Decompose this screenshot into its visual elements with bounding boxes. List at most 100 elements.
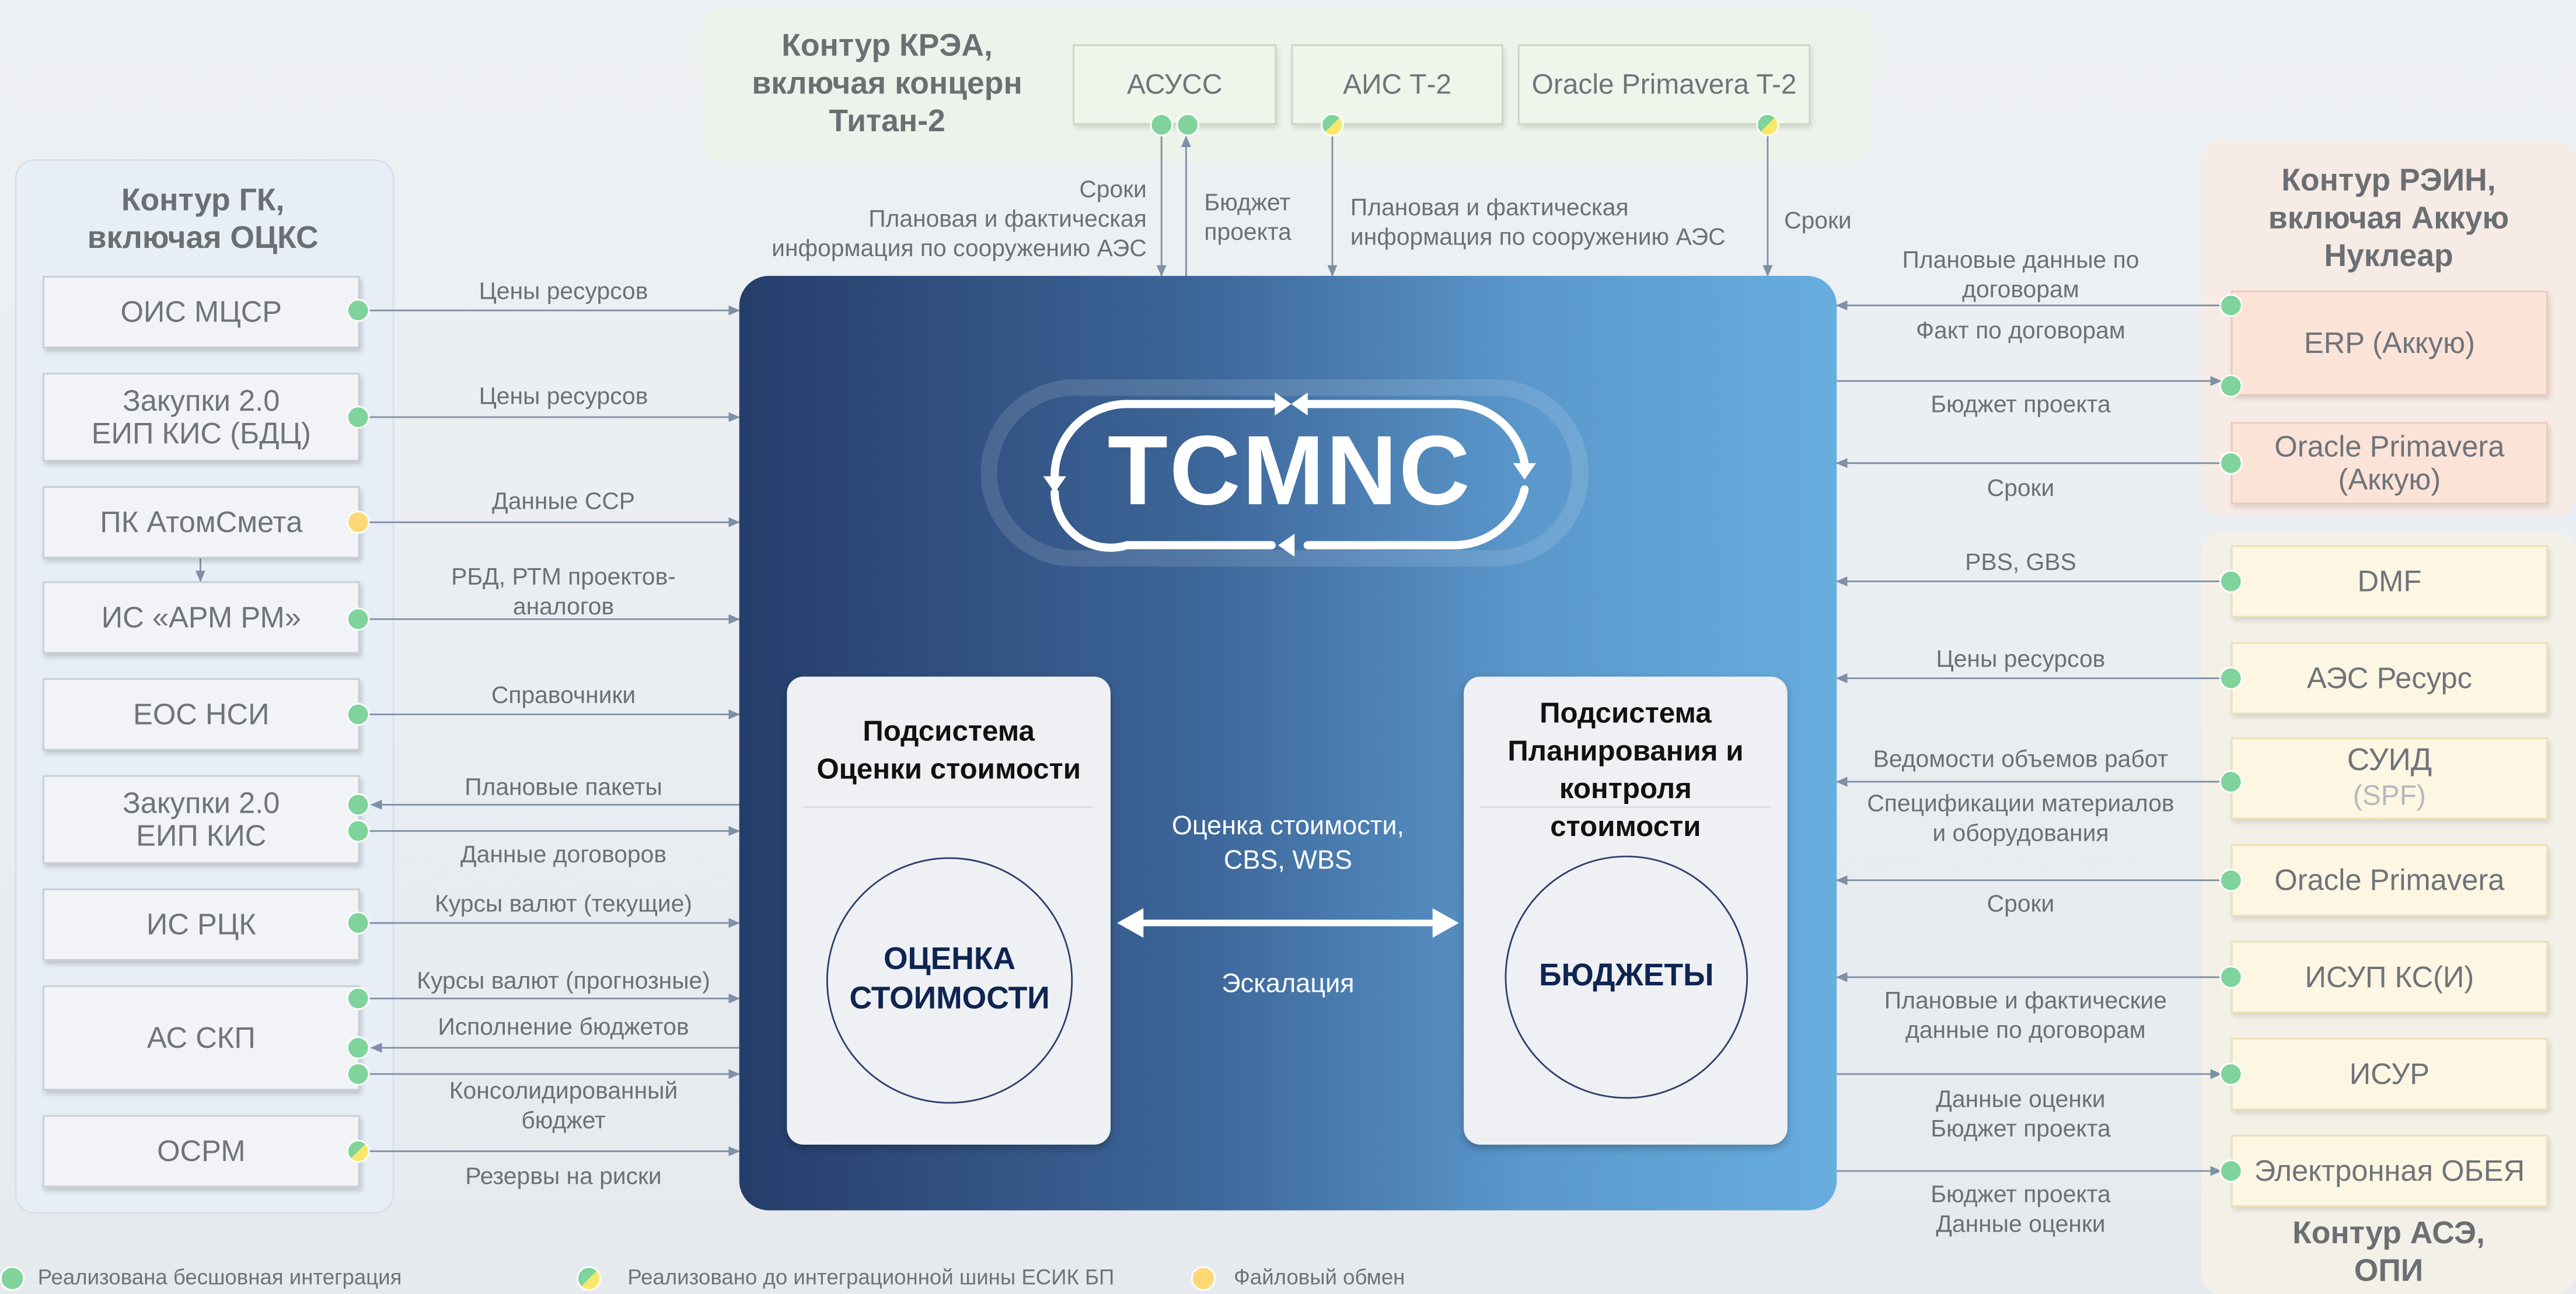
flow-label: Сроки [1784, 208, 1852, 235]
system-suid-label: СУИД [2347, 744, 2432, 779]
flow-label: Бюджет проекта [1931, 392, 2111, 419]
integration-dot [2219, 966, 2243, 989]
exchange-label: Оценка стоимости, CBS, WBS [1171, 813, 1405, 876]
integration-dot [2219, 770, 2243, 793]
escalation-label: Эскалация [1221, 970, 1355, 999]
tcmnc-logo: TCMNC [1107, 415, 1472, 526]
system-ais-t2: АИС Т-2 [1291, 44, 1503, 125]
subsystem-divider [1480, 806, 1771, 808]
system-zakupki-kis: Закупки 2.0 ЕИП КИС [43, 775, 360, 864]
flow-label: Данные ССР [492, 489, 636, 516]
system-erp-akkuyu: ERP (Аккую) [2231, 291, 2549, 396]
flow-label: Курсы валют (текущие) [435, 891, 692, 918]
flow-label: Данные договоров [460, 842, 667, 869]
double-arrow-icon [1117, 908, 1459, 938]
system-arm-rm: ИС «АРМ РМ» [43, 581, 360, 654]
flow-label: PBS, GBS [1965, 550, 2076, 577]
integration-dot [2219, 1159, 2243, 1183]
integration-dot [2219, 452, 2243, 475]
cost-estimation-circle: ОЦЕНКА СТОИМОСТИ [826, 857, 1073, 1104]
integration-dot [346, 607, 370, 631]
integration-dot [346, 987, 370, 1010]
flow-label: Сроки [1987, 891, 2055, 918]
system-dmf: DMF [2231, 545, 2549, 618]
planning-control-subsystem: Подсистема Планирования и контроля стоим… [1464, 676, 1788, 1145]
bus-integration-dot [1756, 113, 1779, 137]
flow-label: Цены ресурсов [479, 384, 648, 411]
system-zakupki-bdc: Закупки 2.0 ЕИП КИС (БДЦ) [43, 373, 360, 462]
system-as-skp: АС СКП [43, 985, 360, 1091]
flow-label: Ведомости объемов работ [1873, 747, 2169, 774]
integration-dot [1150, 113, 1173, 137]
flow-label: Факт по договорам [1915, 319, 2125, 345]
legend-bus-dot [577, 1266, 602, 1291]
system-osrm: ОСРМ [43, 1115, 360, 1188]
flow-label: Плановые пакеты [465, 775, 662, 802]
flow-label: Исполнение бюджетов [438, 1015, 689, 1041]
integration-dot [2219, 1062, 2243, 1086]
system-is-rck: ИС РЦК [43, 888, 360, 961]
integration-dot [346, 702, 370, 726]
contour-rein-title: Контур РЭИН, включая Аккую Нуклеар [2268, 164, 2509, 275]
system-isur: ИСУР [2231, 1038, 2549, 1110]
integration-dot [2219, 666, 2243, 690]
legend-seamless-dot [0, 1266, 25, 1291]
integration-dot [346, 1062, 370, 1086]
system-atomsmeta: ПК АтомСмета [43, 486, 360, 559]
flow-label: Бюджет проекта [1204, 190, 1292, 247]
system-electronic-obeya: Электронная ОБЕЯ [2231, 1135, 2549, 1208]
flow-label: Сроки [1987, 476, 2055, 503]
flow-label: Бюджет проекта Данные оценки [1931, 1182, 2111, 1239]
flow-label: Плановая и фактическая информация по соо… [1350, 195, 1726, 251]
flow-label: Данные оценки Бюджет проекта [1931, 1087, 2111, 1143]
integration-dot [2219, 569, 2243, 593]
flow-label: Резервы на риски [465, 1164, 662, 1191]
system-asuss: АСУСС [1073, 44, 1277, 125]
integration-dot [2219, 293, 2243, 317]
system-primavera-akkuyu: Oracle Primavera (Аккую) [2231, 422, 2549, 505]
integration-dot [346, 819, 370, 843]
integration-dot [2219, 869, 2243, 892]
legend-file-label: Файловый обмен [1234, 1264, 1405, 1289]
integration-dot [1176, 113, 1199, 137]
budgets-circle: БЮДЖЕТЫ [1505, 855, 1748, 1099]
integration-dot [2219, 374, 2243, 398]
flow-label: Спецификации материалов и оборудования [1867, 791, 2174, 848]
contour-ase-title: Контур АСЭ, ОПИ [2292, 1216, 2485, 1289]
legend-bus-label: Реализовано до интеграционной шины ЕСИК … [627, 1264, 1115, 1289]
contour-krea-title: Контур КРЭА, включая концерн Титан-2 [752, 29, 1022, 140]
flow-label: Цены ресурсов [1936, 647, 2106, 674]
flow-label: Сроки Плановая и фактическая информация … [772, 177, 1147, 263]
contour-gk-title: Контур ГК, включая ОЦКС [87, 184, 319, 257]
system-suid-sublabel: (SPF) [2352, 780, 2426, 812]
cost-estimation-title: Подсистема Оценки стоимости [816, 714, 1081, 785]
system-suid: СУИД (SPF) [2231, 737, 2549, 820]
flow-label: Цены ресурсов [479, 279, 648, 306]
bus-integration-dot [346, 1139, 370, 1163]
flow-label: Плановые и фактические данные по договор… [1884, 988, 2167, 1045]
system-primavera-t2: Oracle Primavera T-2 [1518, 44, 1811, 125]
integration-dot [346, 1036, 370, 1059]
integration-dot [346, 911, 370, 935]
integration-dot [346, 405, 370, 429]
legend-file-dot [1191, 1266, 1216, 1291]
flow-label: Плановые данные по договорам [1902, 248, 2139, 304]
cost-estimation-subsystem: Подсистема Оценки стоимости ОЦЕНКА СТОИМ… [787, 676, 1111, 1145]
flow-label: Консолидированный бюджет [449, 1079, 678, 1135]
planning-control-title: Подсистема Планирования и контроля стоим… [1507, 696, 1744, 843]
system-primavera-ase: Oracle Primavera [2231, 844, 2549, 917]
flow-label: РБД, РТМ проектов- аналогов [451, 565, 676, 621]
tcmnc-logo-graphic [980, 379, 1589, 567]
integration-dot [346, 299, 370, 322]
flow-label: Справочники [491, 683, 636, 710]
subsystem-divider [803, 806, 1094, 808]
system-aes-resurs: АЭС Ресурс [2231, 642, 2549, 715]
system-isup-ks: ИСУП КС(И) [2231, 940, 2549, 1013]
bus-integration-dot [1321, 113, 1344, 137]
integration-dot [346, 793, 370, 817]
system-eos-nsi: ЕОС НСИ [43, 678, 360, 751]
system-ois-mtssr: ОИС МЦСР [43, 275, 360, 348]
flow-label: Курсы валют (прогнозные) [417, 968, 710, 995]
